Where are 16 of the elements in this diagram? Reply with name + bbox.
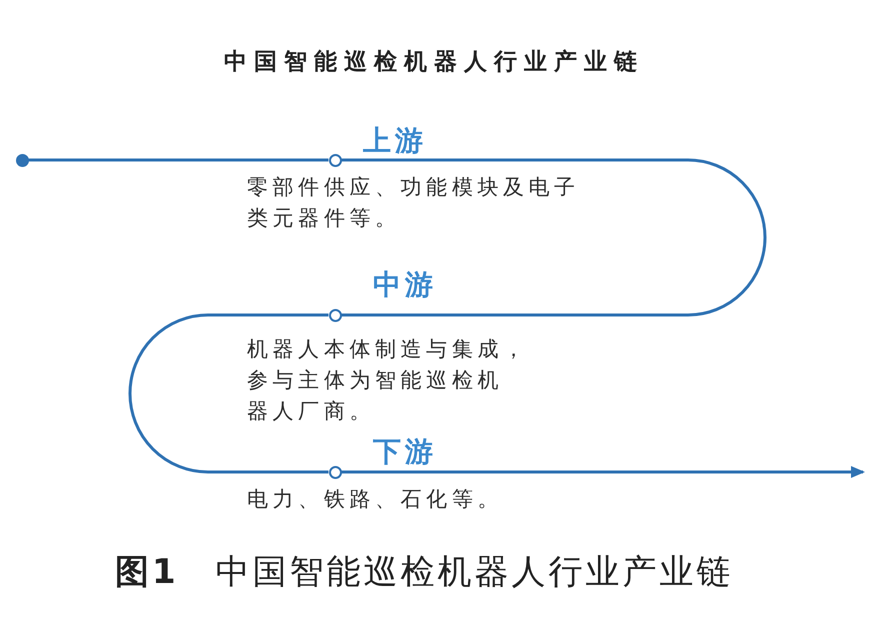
circle-marker — [328, 154, 342, 166]
circle-marker — [328, 466, 342, 478]
stage-heading: 中游 — [373, 271, 437, 299]
stage-description: 机器人本体制造与集成，参与主体为智能巡检机器人厂商。 — [247, 336, 529, 425]
stage-description: 电力、铁路、石化等。 — [247, 486, 503, 513]
diagram-title: 中国智能巡检机器人行业产业链 — [224, 51, 644, 74]
circle-marker — [328, 308, 342, 322]
figure-caption: 图1 中国智能巡检机器人行业产业链 — [115, 555, 734, 589]
flow-line — [28, 158, 328, 162]
flow-line — [128, 314, 328, 474]
flow-arrow — [342, 466, 865, 478]
start-dot — [16, 154, 28, 166]
flow-line — [342, 158, 766, 316]
stage-heading: 下游 — [373, 438, 437, 466]
stage-description: 零部件供应、功能模块及电子类元器件等。 — [247, 174, 580, 232]
stage-heading: 上游 — [363, 127, 427, 155]
